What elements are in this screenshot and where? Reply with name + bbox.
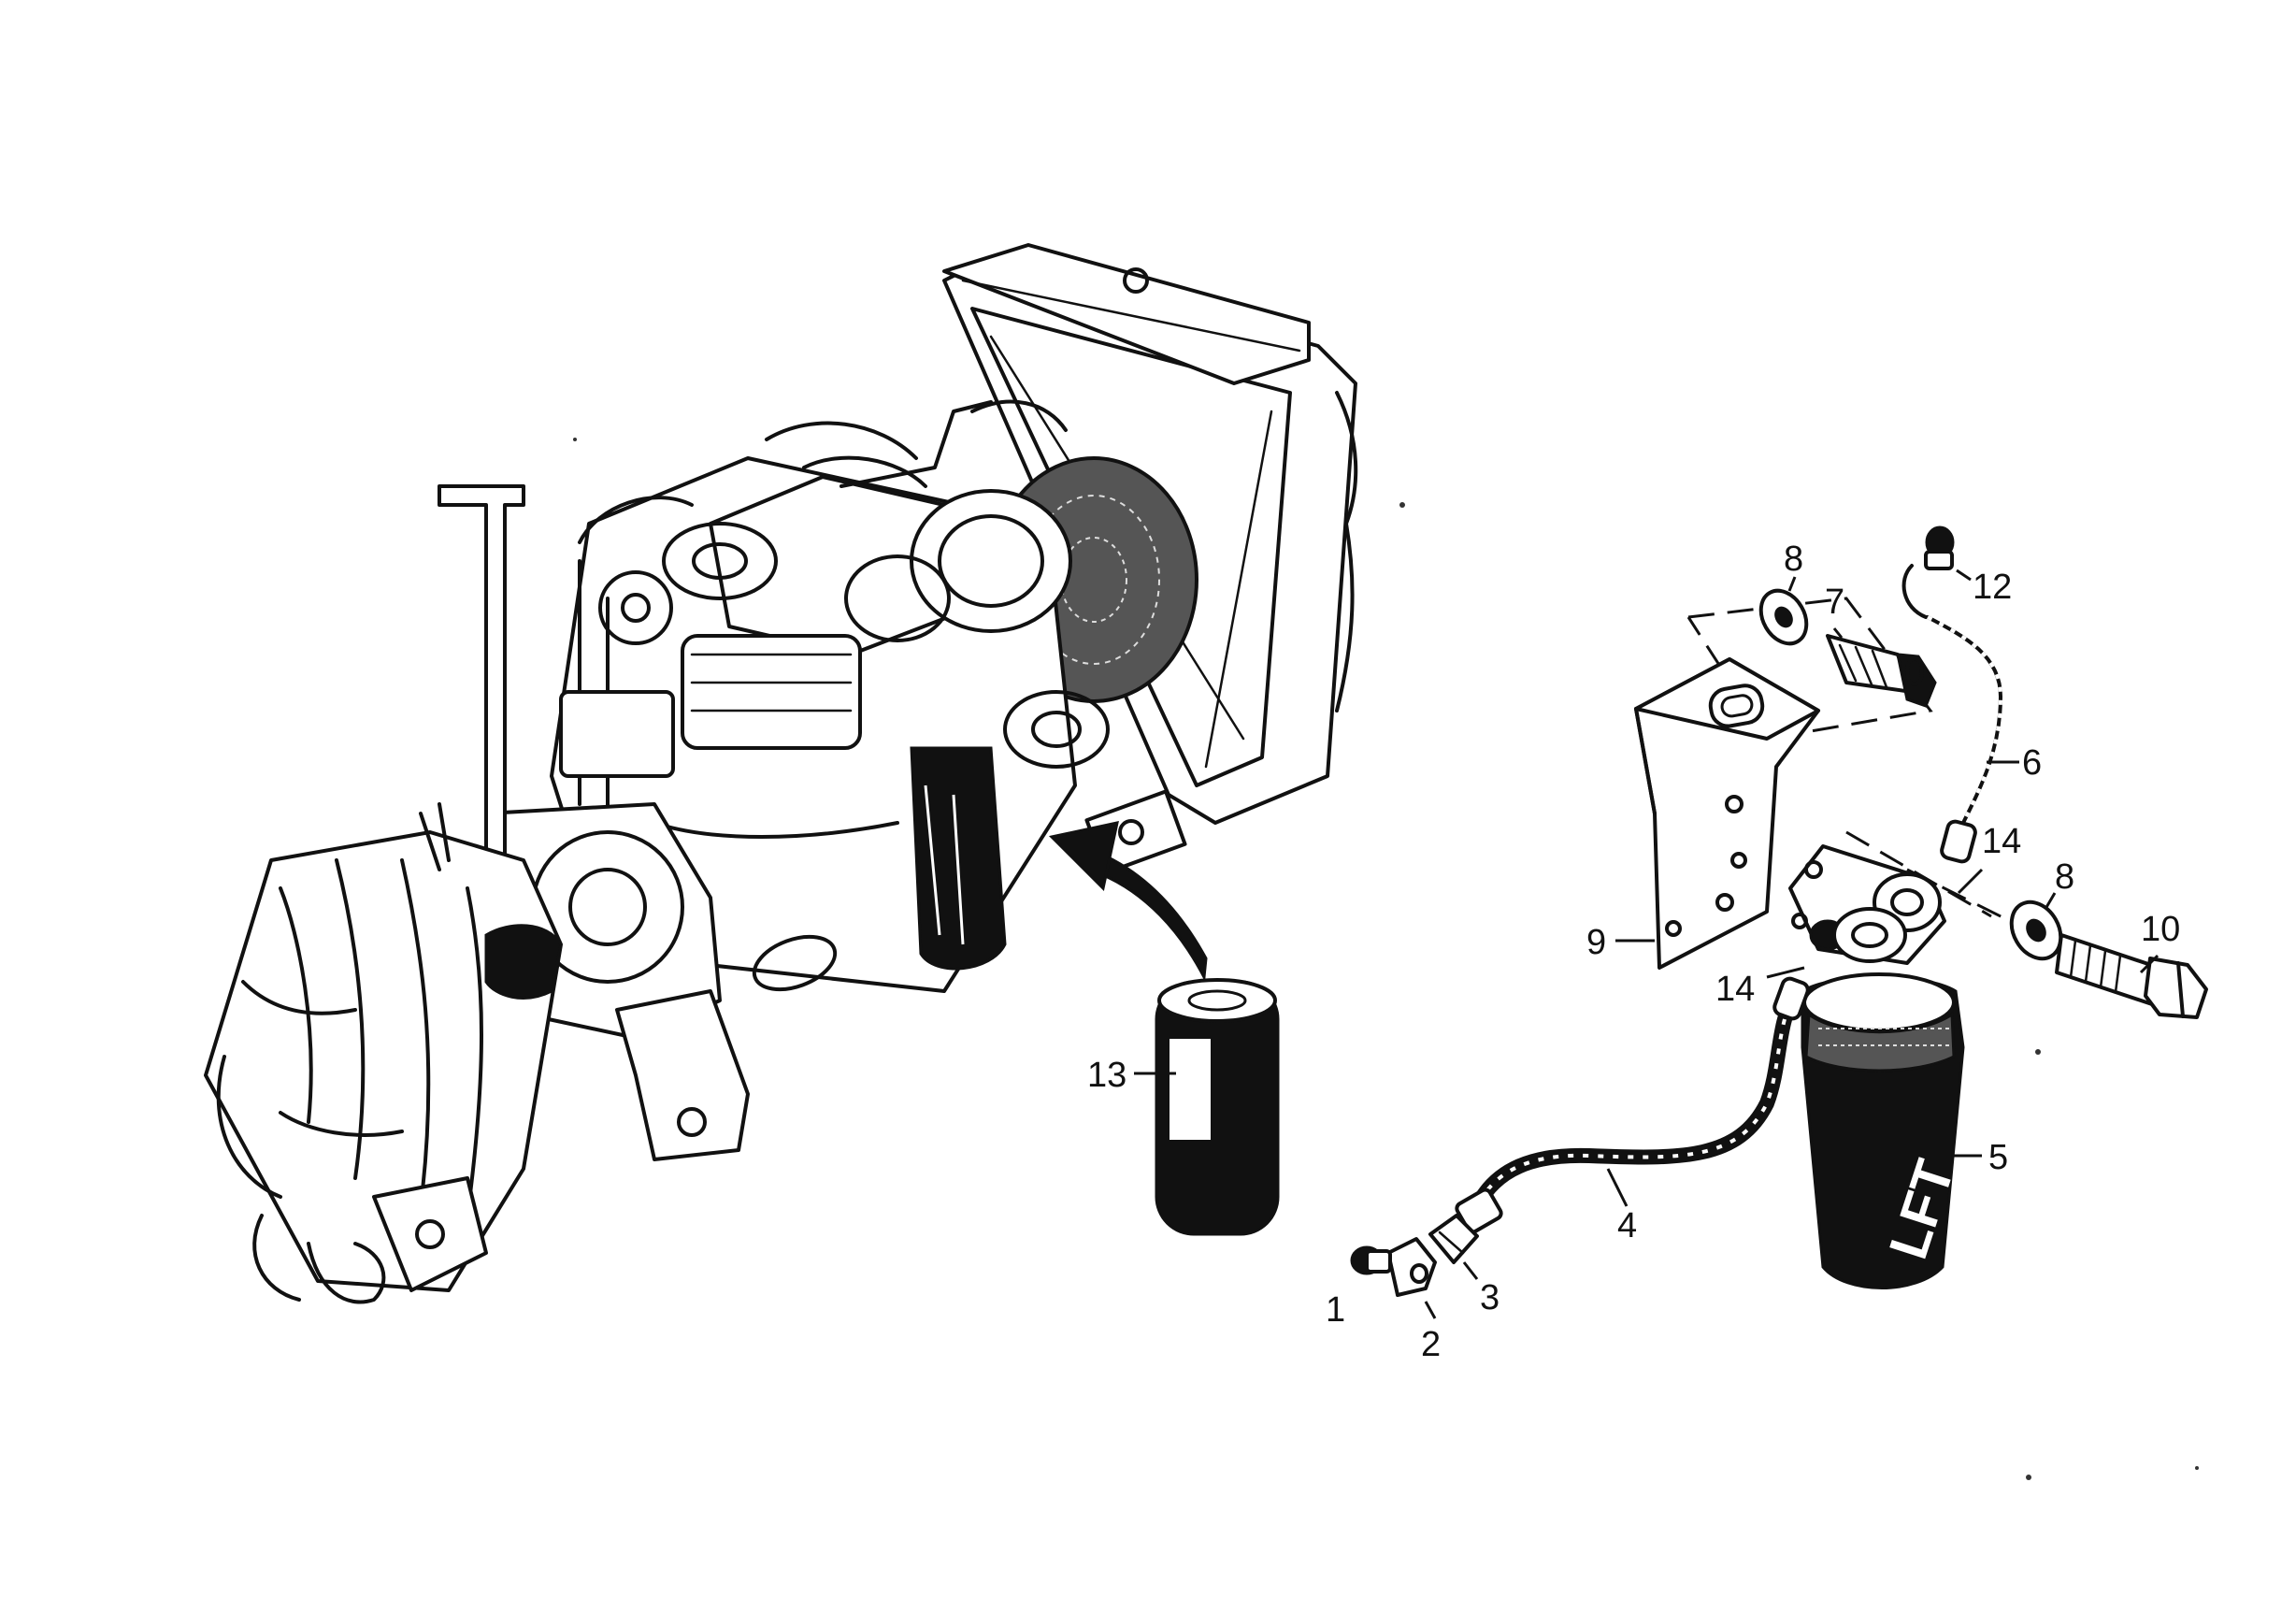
part-9-mounting-bracket	[1615, 657, 1820, 970]
callout-14-lower: 14	[1715, 970, 1755, 1009]
part-1-plug	[1350, 1245, 1392, 1275]
part-2-elbow	[1386, 1237, 1437, 1319]
part-10-bolt	[2055, 933, 2208, 1019]
scan-specks	[573, 438, 2199, 1480]
part-4-lower-hose	[1455, 976, 1810, 1234]
part-12-banjo-fitting	[1901, 525, 1972, 619]
callout-1: 1	[1326, 1290, 1345, 1330]
part-5-filter-element: LFT	[1801, 972, 1982, 1289]
callout-3: 3	[1480, 1278, 1500, 1317]
callout-8-upper: 8	[1784, 540, 1803, 579]
part-8-washer-upper	[1758, 576, 1809, 646]
installation-arrow	[1048, 821, 1208, 983]
transmission-pump	[438, 484, 838, 1161]
callout-14-upper: 14	[1982, 822, 2021, 861]
callout-9: 9	[1586, 923, 1606, 962]
block-filter-mount	[910, 746, 1187, 971]
callout-10: 10	[2141, 910, 2180, 949]
callout-4: 4	[1617, 1206, 1637, 1245]
callout-12: 12	[1973, 568, 2012, 607]
callout-6: 6	[2022, 743, 2042, 783]
hydrostatic-unit	[204, 802, 563, 1304]
callout-labels: 1 2 3 4 5 6 7 8 8 9 10 12 13 14 14	[1087, 540, 2180, 1364]
part-13-filter-cartridge	[1134, 978, 1280, 1236]
callout-7: 7	[1825, 583, 1844, 622]
filter-head	[1766, 844, 1984, 979]
callout-13: 13	[1087, 1056, 1126, 1095]
engine-assembly	[204, 243, 1358, 1304]
callout-8-lower: 8	[2055, 857, 2074, 897]
part-7-adapter-fitting	[1826, 627, 1937, 708]
callout-5: 5	[1988, 1138, 2008, 1177]
callout-2: 2	[1421, 1325, 1441, 1364]
part-8-washer-lower	[2009, 892, 2063, 961]
part-6-upper-hose	[1926, 615, 2019, 864]
part-3-union	[1428, 1214, 1479, 1280]
